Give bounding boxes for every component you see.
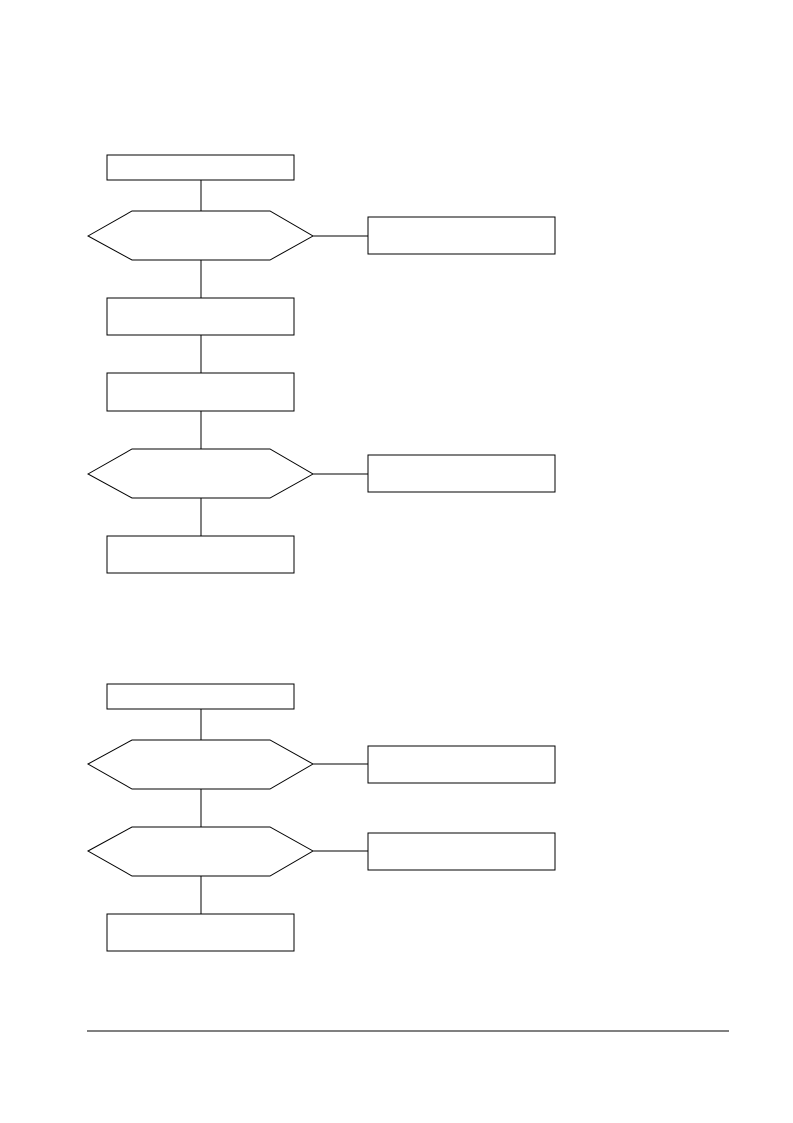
flowchart-2 (86, 683, 556, 952)
process-box (106, 154, 295, 181)
process-box (106, 297, 295, 336)
decision-hexagon (86, 210, 315, 261)
decision-hexagon (86, 448, 315, 499)
process-box (106, 535, 295, 574)
process-box (106, 913, 295, 952)
process-box (367, 454, 556, 493)
process-box (367, 832, 556, 871)
process-box (106, 372, 295, 412)
flowchart-1 (86, 154, 556, 574)
process-box (367, 216, 556, 255)
process-box (367, 745, 556, 784)
process-box (106, 683, 295, 710)
decision-hexagon (86, 739, 315, 790)
decision-hexagon (86, 826, 315, 877)
